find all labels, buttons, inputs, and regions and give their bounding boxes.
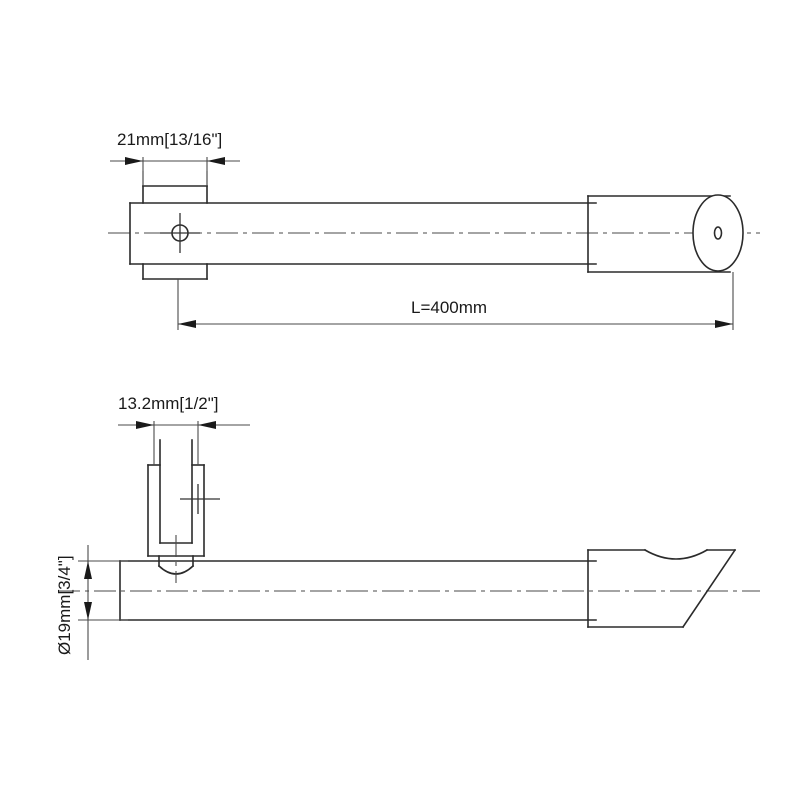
- dimension-overall-length: L=400mm: [177, 272, 734, 330]
- side-view-group: [58, 439, 760, 629]
- dimension-flange-width: 21mm[13/16"]: [110, 130, 240, 186]
- dimension-bracket-width: 13.2mm[1/2"]: [118, 394, 250, 465]
- side-end-concave-arc: [643, 548, 709, 560]
- dim-bracket-arrow-left: [136, 421, 154, 429]
- dim-diameter-arrow-top: [84, 561, 92, 579]
- dim-length-arrow-right: [715, 320, 733, 328]
- dim-flange-arrow-right: [207, 157, 225, 165]
- dim-bracket-arrow-right: [198, 421, 216, 429]
- dim-length-arrow-left: [178, 320, 196, 328]
- dim-flange-arrow-left: [125, 157, 143, 165]
- top-end-cap-hole: [713, 226, 723, 240]
- side-end-angled-cut: [681, 548, 737, 629]
- dim-bracket-width-label: 13.2mm[1/2"]: [118, 394, 219, 413]
- top-view-group: [108, 171, 760, 280]
- dim-diameter-arrow-bottom: [84, 602, 92, 620]
- dim-overall-length-label: L=400mm: [411, 298, 487, 317]
- dim-tube-diameter-label: Ø19mm[3/4"]: [55, 555, 74, 655]
- dim-flange-width-label: 21mm[13/16"]: [117, 130, 222, 149]
- dimension-tube-diameter: Ø19mm[3/4"]: [55, 545, 128, 660]
